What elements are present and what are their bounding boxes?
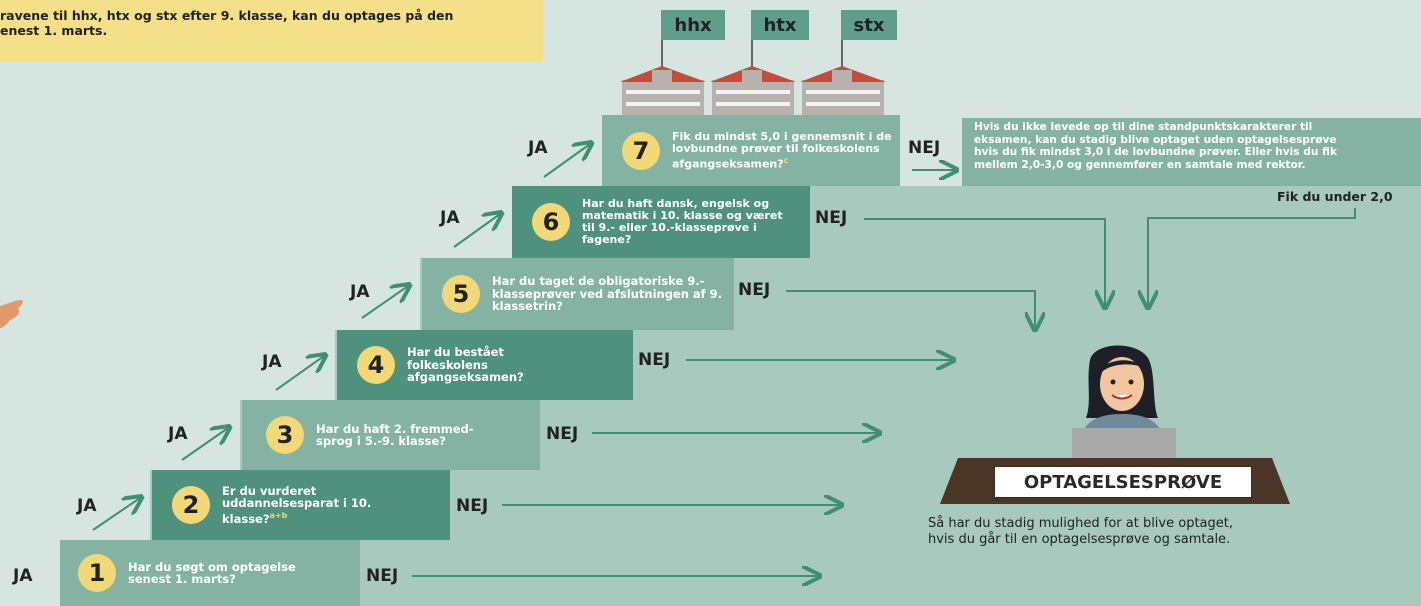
step-number: 7 <box>622 131 660 170</box>
top-note: ravene til hhx, htx og stx efter 9. klas… <box>0 0 543 62</box>
step-number: 5 <box>442 275 480 313</box>
step-question: Har du søgt om optagelse senest 1. marts… <box>128 559 296 586</box>
yes-label-7: JA <box>528 138 548 158</box>
step-1: 1 Har du søgt om optagelse senest 1. mar… <box>60 540 360 606</box>
flag-htx: htx <box>751 10 809 40</box>
step-footnote: c <box>783 155 789 165</box>
under-2-label: Fik du under 2,0 <box>1277 189 1393 204</box>
top-note-line-2: enest 1. marts. <box>0 23 108 38</box>
no-label-5: NEJ <box>738 280 771 300</box>
no-label-2: NEJ <box>456 496 489 516</box>
step-4: 4 Har du bestået folkeskolens afgangseks… <box>337 330 633 400</box>
admission-exam-description: Så har du stadig mulighed for at blive o… <box>928 516 1233 548</box>
yes-label-2: JA <box>77 496 97 516</box>
yes-arrow-5 <box>361 286 408 319</box>
step-number: 6 <box>532 203 570 241</box>
no-arrow-6 <box>864 218 1105 306</box>
yes-arrow-2 <box>92 498 140 531</box>
step-question: Har du haft 2. fremmed-sprog i 5.-9. kla… <box>316 421 474 448</box>
desc-line-2: hvis du går til en optagelsesprøve og sa… <box>928 532 1231 547</box>
top-note-line-1: ravene til hhx, htx og stx efter 9. klas… <box>0 8 454 23</box>
step-number: 4 <box>357 346 395 384</box>
step-question: Er du vurderet uddannelsesparat i 10. kl… <box>222 483 372 526</box>
flag-stx: stx <box>841 10 897 40</box>
yes-arrow-3 <box>181 428 228 461</box>
info-line-4: mellem 2,0-3,0 og gennemfører en samtale… <box>974 158 1306 171</box>
no-arrow-5 <box>786 290 1035 328</box>
step-question: Har du bestået folkeskolens afgangseksam… <box>407 345 524 385</box>
yes-label-5: JA <box>350 282 370 302</box>
yes-label-4: JA <box>262 352 282 372</box>
step-3: 3 Har du haft 2. fremmed-sprog i 5.-9. k… <box>242 400 540 470</box>
flag-hhx: hhx <box>661 10 725 40</box>
school-buildings <box>620 20 886 116</box>
desc-line-1: Så har du stadig mulighed for at blive o… <box>928 516 1233 531</box>
yes-label-6: JA <box>440 208 460 228</box>
admission-exam-banner: OPTAGELSESPRØVE <box>994 466 1252 498</box>
yes-arrow-7 <box>543 144 590 178</box>
step-question: Fik du mindst 5,0 i gennemsnit i de lovb… <box>672 129 892 171</box>
step-footnote: a+b <box>269 510 288 520</box>
pointing-hand-icon <box>0 300 23 328</box>
school-building-htx <box>710 20 796 116</box>
step-question: Har du haft dansk, engelsk og matematik … <box>582 197 783 246</box>
info-line-1: Hvis du ikke levede op til dine standpun… <box>974 121 1313 133</box>
step-2: 2 Er du vurderet uddannelsesparat i 10. … <box>152 470 450 540</box>
school-building-hhx <box>620 20 706 116</box>
step-5: 5 Har du taget de obligatoriske 9.-klass… <box>422 258 734 330</box>
step-number: 2 <box>172 486 210 524</box>
yes-arrow-4 <box>275 356 324 391</box>
step-6: 6 Har du haft dansk, engelsk og matemati… <box>512 186 810 258</box>
info-line-3: hvis du fik mindst 3,0 i de lovbundne pr… <box>974 146 1338 158</box>
school-building-stx <box>800 20 886 116</box>
step-question: Har du taget de obligatoriske 9.-klassep… <box>492 274 723 314</box>
step-7: 7 Fik du mindst 5,0 i gennemsnit i de lo… <box>602 115 900 186</box>
no-label-1: NEJ <box>366 566 399 586</box>
info-box: Hvis du ikke levede op til dine standpun… <box>962 118 1421 186</box>
under-arrow <box>1148 208 1356 306</box>
yes-label-1: JA <box>13 566 33 586</box>
no-label-6: NEJ <box>815 208 848 228</box>
no-label-4: NEJ <box>638 350 671 370</box>
yes-arrow-6 <box>453 214 500 248</box>
yes-label-3: JA <box>168 424 188 444</box>
no-label-7: NEJ <box>908 138 941 158</box>
examiner-person-icon <box>1072 345 1176 470</box>
no-label-3: NEJ <box>546 424 579 444</box>
step-number: 3 <box>266 416 304 454</box>
info-line-2: eksamen, kan du stadig blive optaget ude… <box>974 133 1337 146</box>
step-number: 1 <box>78 554 116 592</box>
